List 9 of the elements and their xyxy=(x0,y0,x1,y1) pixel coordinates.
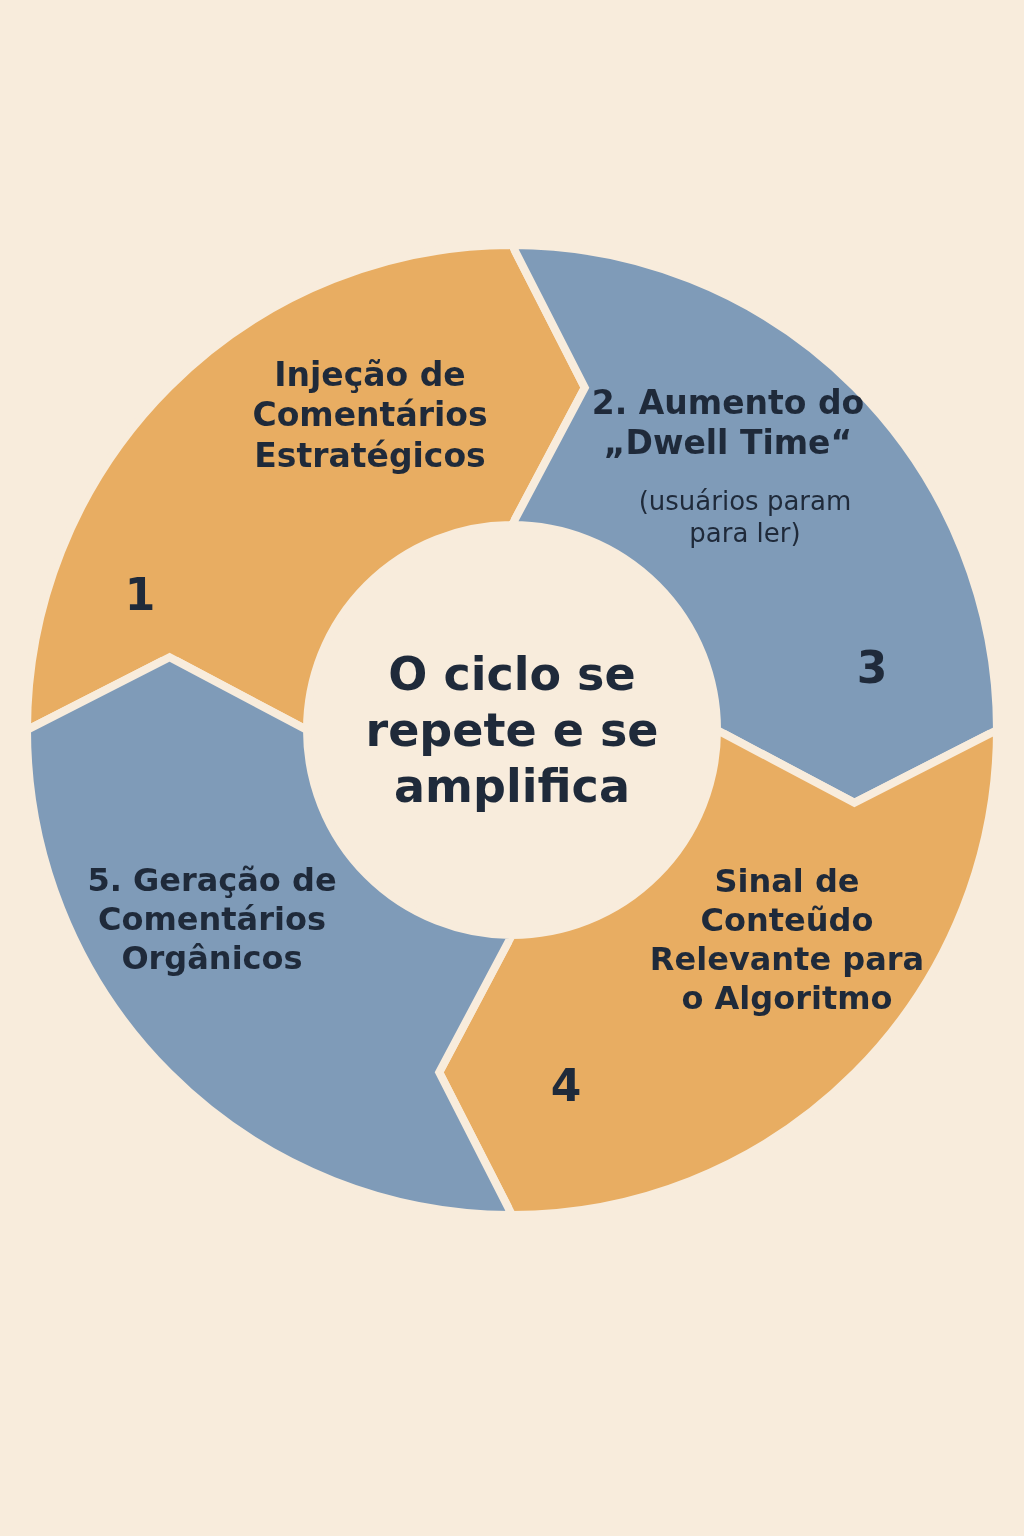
step-label: 2. Aumento do „Dwell Time“ xyxy=(590,382,866,464)
step-number: 4 xyxy=(549,1059,583,1113)
step-label: 5. Geração de Comentários Orgânicos xyxy=(86,861,338,979)
center-text: O ciclo se repete e se amplifica xyxy=(364,645,660,815)
step-label: Sinal de Conteũdo Relevante para o Algoritmo xyxy=(648,861,926,1019)
step-label: Injeção de Comentários Estratégicos xyxy=(251,354,489,476)
step-number: 1 xyxy=(123,568,157,622)
step-note: (usuários param para ler) xyxy=(637,486,853,550)
step-number: 3 xyxy=(855,641,889,695)
